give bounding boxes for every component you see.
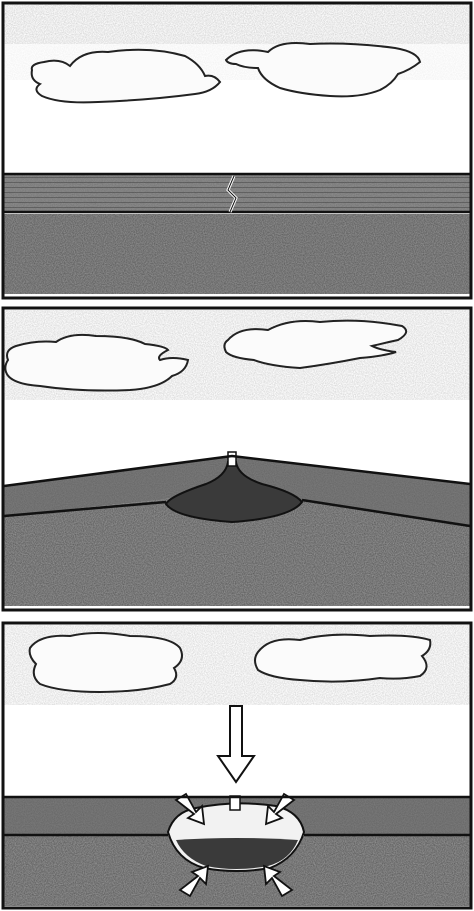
- panel-stage-3: [3, 623, 471, 908]
- cloud-icon: [30, 633, 182, 692]
- down-arrow-icon: [218, 706, 254, 782]
- crust-texture: [4, 175, 470, 211]
- sky-band: [4, 4, 470, 44]
- panel-stage-1: [3, 3, 471, 298]
- panel-stage-2: [3, 308, 471, 610]
- mantle-texture: [4, 214, 470, 294]
- cloud-icon: [255, 635, 430, 682]
- vent-icon: [228, 452, 236, 466]
